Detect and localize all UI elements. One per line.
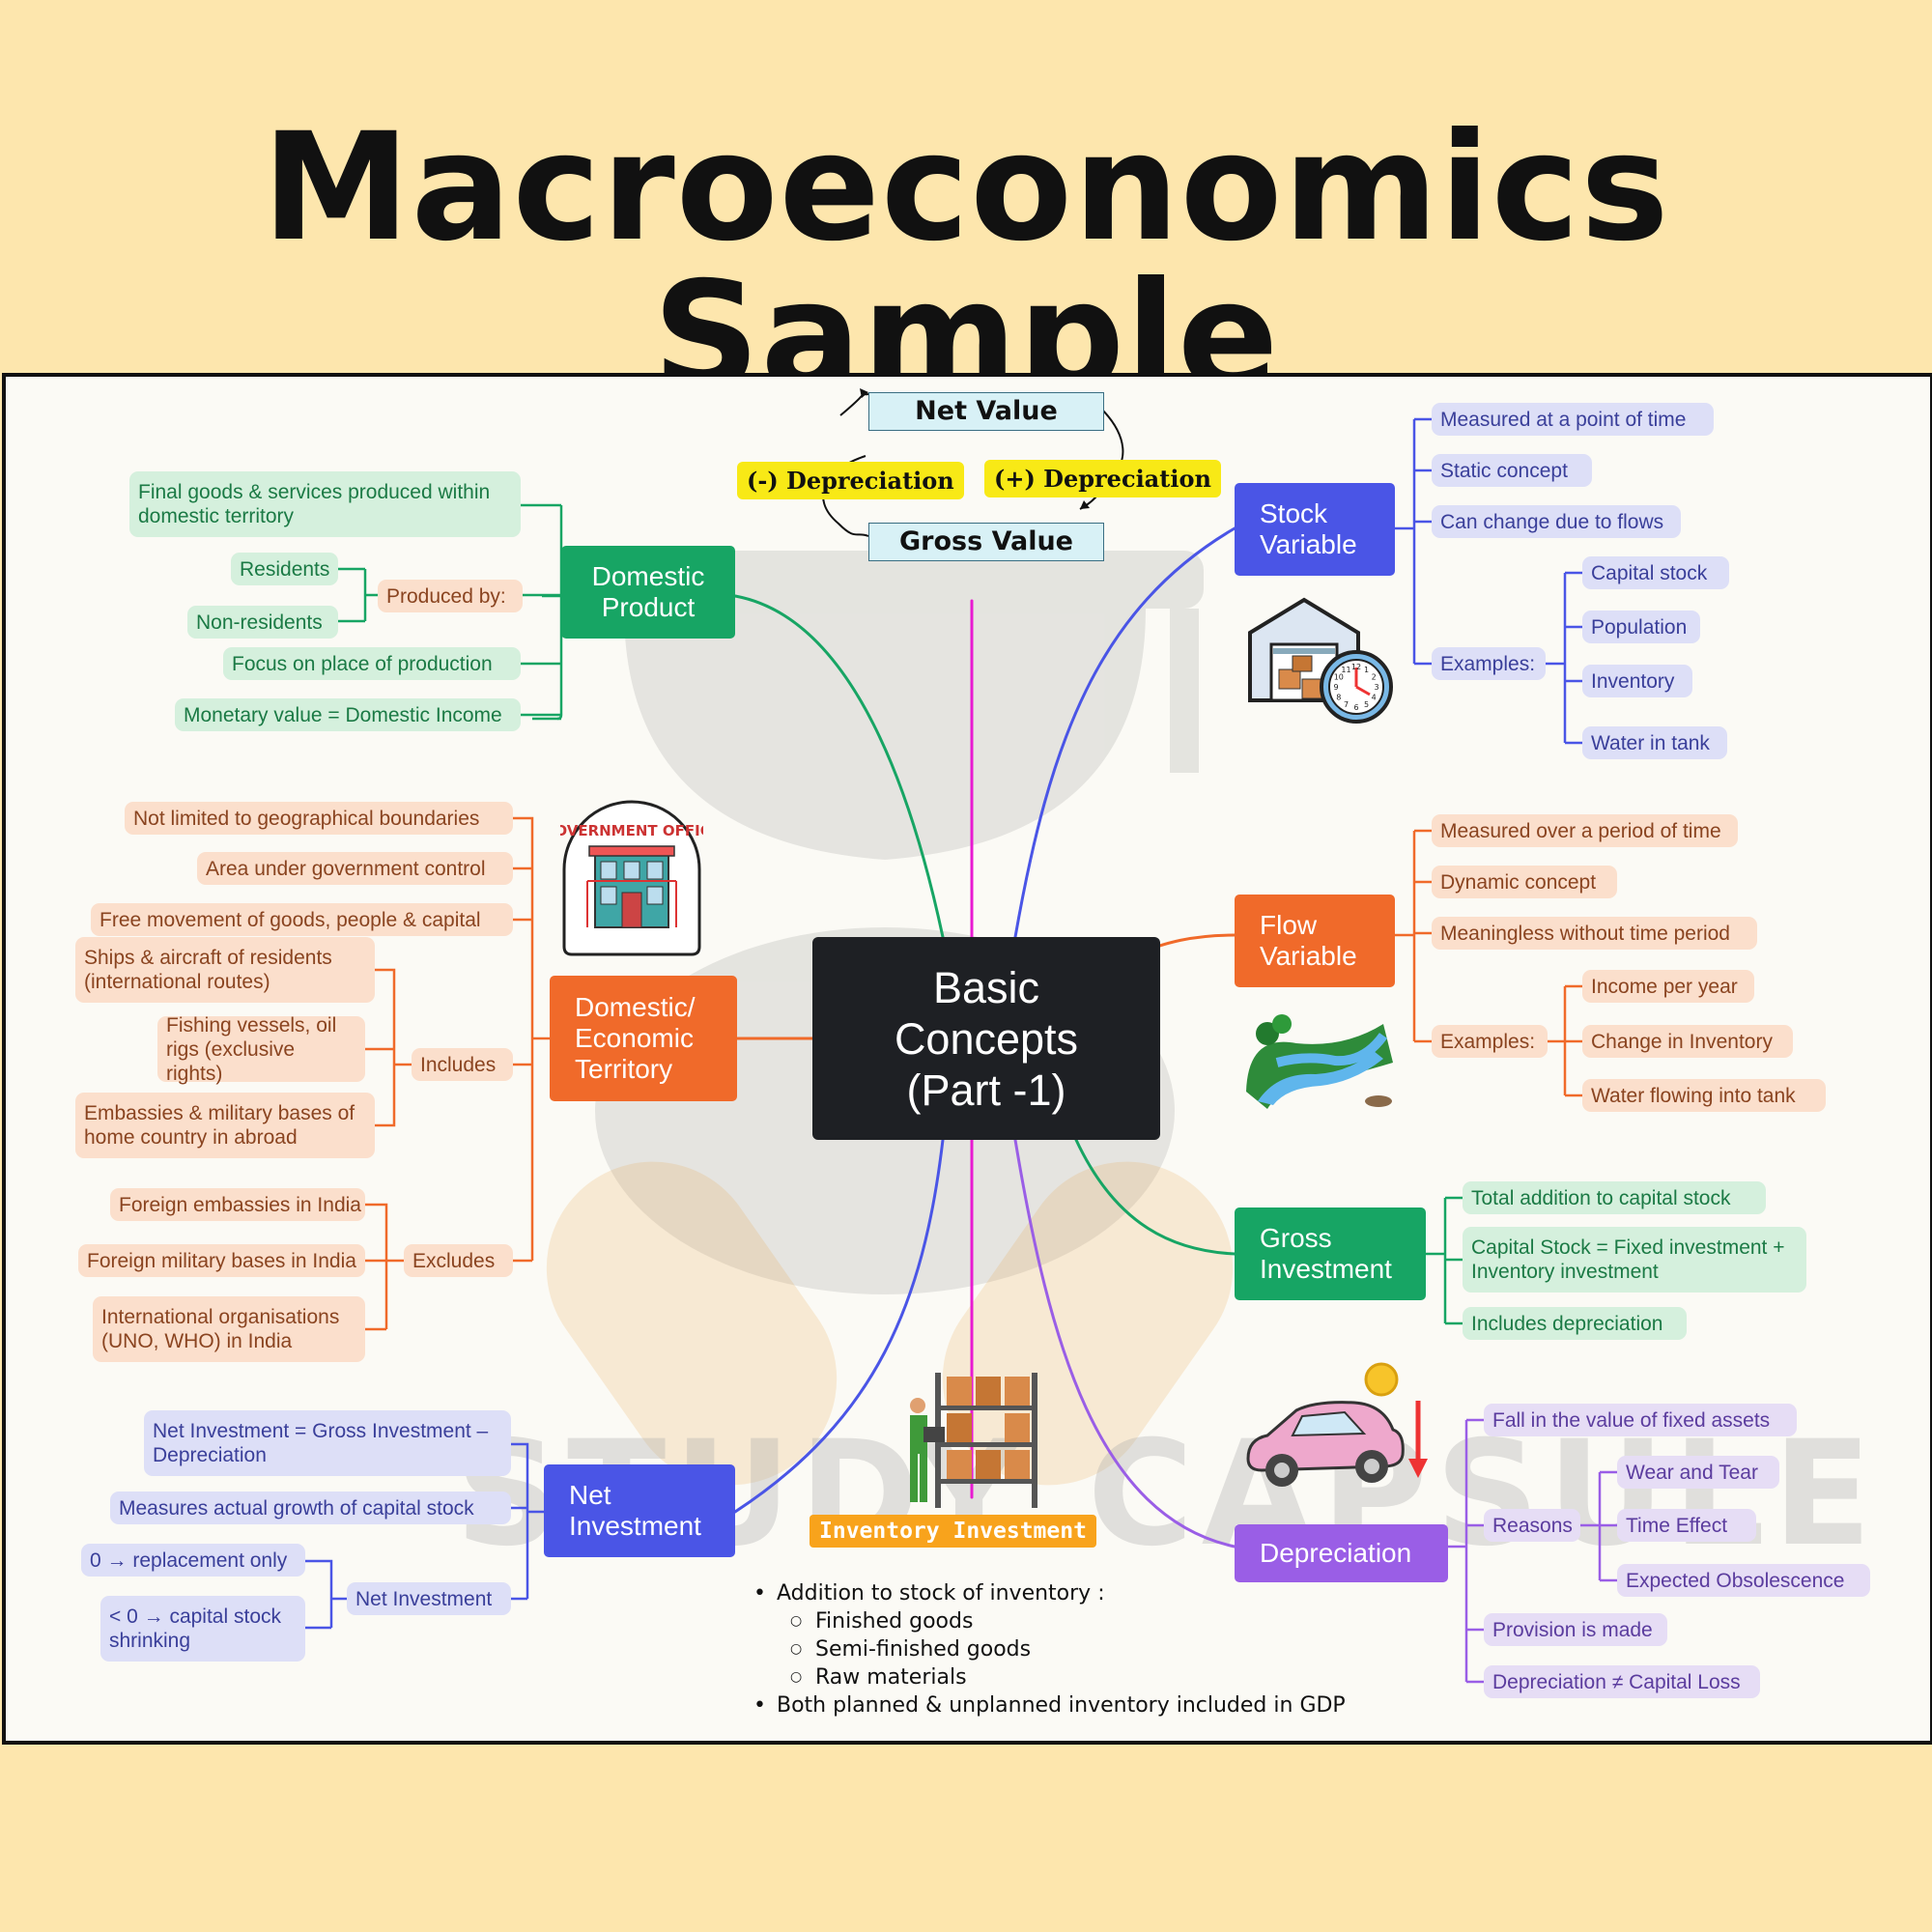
inventory-point-2: Both planned & unplanned inventory inclu… xyxy=(750,1691,1346,1719)
leaf-water-in-tank: Water in tank xyxy=(1582,726,1727,759)
leaf-net-investment-formula: Net Investment = Gross Investment – Depr… xyxy=(144,1410,511,1476)
leaf-change-in-inventory: Change in Inventory xyxy=(1582,1025,1793,1058)
leaf-expected-obsolescence: Expected Obsolescence xyxy=(1617,1564,1870,1597)
leaf-point-of-time: Measured at a point of time xyxy=(1432,403,1714,436)
branch-stock-variable: Stock Variable xyxy=(1235,483,1395,576)
inventory-notes: Addition to stock of inventory : Finishe… xyxy=(750,1579,1346,1719)
branch-economic-territory: Domestic/ Economic Territory xyxy=(550,976,737,1101)
page-title: Macroeconomics Sample xyxy=(262,101,1670,423)
leaf-static-concept: Static concept xyxy=(1432,454,1592,487)
branch-gross-investment: Gross Investment xyxy=(1235,1208,1426,1300)
central-topic-line1: Basic xyxy=(932,962,1040,1012)
mind-map-canvas: STUDY CAPSULE xyxy=(2,373,1932,1745)
leaf-fall-in-value: Fall in the value of fixed assets xyxy=(1484,1404,1797,1436)
leaf-stock-examples: Examples: xyxy=(1432,647,1546,680)
leaf-wear-and-tear: Wear and Tear xyxy=(1617,1456,1779,1489)
leaf-can-change: Can change due to flows xyxy=(1432,505,1681,538)
leaf-embassies-abroad: Embassies & military bases of home count… xyxy=(75,1093,375,1158)
minus-depreciation-label: (-) Depreciation xyxy=(737,462,964,499)
car-depreciation-icon xyxy=(1238,1362,1436,1507)
government-office-icon: GOVERNMENT OFFICE xyxy=(543,792,721,958)
inventory-raw: Raw materials xyxy=(750,1663,1346,1691)
leaf-population: Population xyxy=(1582,611,1700,643)
leaf-capital-stock-formula: Capital Stock = Fixed investment + Inven… xyxy=(1463,1227,1806,1293)
connector-lines xyxy=(305,388,1617,1684)
leaf-time-effect: Time Effect xyxy=(1617,1509,1756,1542)
central-topic-line2: Concepts xyxy=(894,1013,1079,1064)
leaf-total-addition: Total addition to capital stock xyxy=(1463,1181,1766,1214)
leaf-focus-place: Focus on place of production xyxy=(223,647,521,680)
clock-number: 3 xyxy=(1374,683,1378,692)
clock-number: 2 xyxy=(1372,673,1377,682)
leaf-residents: Residents xyxy=(231,553,338,585)
warehouse-worker-icon xyxy=(896,1367,1041,1512)
leaf-monetary-value: Monetary value = Domestic Income xyxy=(175,698,521,731)
leaf-flow-examples: Examples: xyxy=(1432,1025,1548,1058)
branch-net-investment: Net Investment xyxy=(544,1464,735,1557)
inventory-semi-finished: Semi-finished goods xyxy=(750,1635,1346,1663)
branch-domestic-product: Domestic Product xyxy=(561,546,735,639)
leaf-excludes: Excludes xyxy=(404,1244,513,1277)
leaf-final-goods: Final goods & services produced within d… xyxy=(129,471,521,537)
clock-number: 5 xyxy=(1364,700,1369,709)
clock-number: 10 xyxy=(1334,673,1344,682)
leaf-measures-growth: Measures actual growth of capital stock xyxy=(110,1492,511,1524)
leaf-free-movement: Free movement of goods, people & capital xyxy=(91,903,513,936)
leaf-net-investment-sub: Net Investment xyxy=(347,1582,511,1615)
inventory-point-1: Addition to stock of inventory : xyxy=(750,1579,1346,1607)
leaf-includes-depreciation: Includes depreciation xyxy=(1463,1307,1687,1340)
leaf-period-of-time: Measured over a period of time xyxy=(1432,814,1738,847)
leaf-negative-shrinking: < 0 → capital stock shrinking xyxy=(100,1596,305,1662)
clock-number: 8 xyxy=(1336,694,1341,702)
central-topic: Basic Concepts (Part -1) xyxy=(812,937,1160,1140)
plus-depreciation-label: (+) Depreciation xyxy=(984,460,1221,497)
leaf-reasons: Reasons xyxy=(1484,1509,1580,1542)
leaf-ships-aircraft: Ships & aircraft of residents (internati… xyxy=(75,937,375,1003)
river-icon xyxy=(1238,1005,1398,1111)
leaf-foreign-bases: Foreign military bases in India xyxy=(78,1244,365,1277)
central-topic-line3: (Part -1) xyxy=(906,1065,1066,1115)
leaf-intl-organisations: International organisations (UNO, WHO) i… xyxy=(93,1296,365,1362)
leaf-dynamic-concept: Dynamic concept xyxy=(1432,866,1617,898)
branch-depreciation: Depreciation xyxy=(1235,1524,1448,1582)
leaf-produced-by: Produced by: xyxy=(378,580,523,612)
government-icon-text: GOVERNMENT OFFICE xyxy=(560,822,703,839)
clock-number: 12 xyxy=(1351,663,1361,671)
clock-number: 4 xyxy=(1372,694,1377,702)
clock-number: 7 xyxy=(1344,700,1349,709)
gross-value-box: Gross Value xyxy=(868,523,1104,561)
leaf-not-limited: Not limited to geographical boundaries xyxy=(125,802,513,835)
leaf-provision-made: Provision is made xyxy=(1484,1613,1667,1646)
branch-flow-variable: Flow Variable xyxy=(1235,895,1395,987)
leaf-area-government: Area under government control xyxy=(197,852,513,885)
net-value-box: Net Value xyxy=(868,392,1104,431)
leaf-foreign-embassies: Foreign embassies in India xyxy=(110,1188,365,1221)
leaf-zero-replacement: 0 → replacement only xyxy=(81,1544,305,1577)
clock-number: 9 xyxy=(1333,683,1338,692)
inventory-investment-title: Inventory Investment xyxy=(810,1515,1096,1548)
leaf-capital-stock: Capital stock xyxy=(1582,556,1729,589)
leaf-fishing-vessels: Fishing vessels, oil rigs (exclusive rig… xyxy=(157,1014,365,1085)
leaf-includes: Includes xyxy=(412,1048,513,1081)
leaf-non-residents: Non-residents xyxy=(187,606,338,639)
leaf-income-per-year: Income per year xyxy=(1582,970,1754,1003)
leaf-water-flowing: Water flowing into tank xyxy=(1582,1079,1826,1112)
clock-number: 1 xyxy=(1364,666,1369,674)
leaf-inventory: Inventory xyxy=(1582,665,1692,697)
leaf-not-capital-loss: Depreciation ≠ Capital Loss xyxy=(1484,1665,1760,1698)
leaf-meaningless: Meaningless without time period xyxy=(1432,917,1757,950)
clock-number: 11 xyxy=(1341,666,1350,674)
inventory-finished: Finished goods xyxy=(750,1607,1346,1635)
clock-number: 6 xyxy=(1353,703,1358,712)
